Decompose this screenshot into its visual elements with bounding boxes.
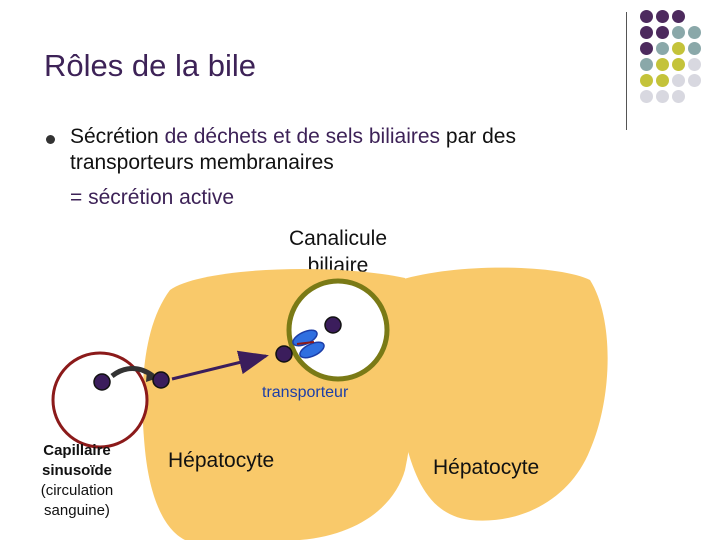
capillary-label-line-3: (circulation (38, 481, 116, 501)
hepatocyte-right-shape (395, 268, 607, 521)
molecule-in-hepatocyte (153, 372, 169, 388)
transporter-label: transporteur (262, 384, 348, 402)
hepatocyte-right-label: Hépatocyte (433, 456, 539, 480)
hepatocyte-left-label: Hépatocyte (168, 449, 274, 473)
capillary-label-line-1: Capillaire (38, 441, 116, 461)
capillary-label-line-2: sinusoïde (38, 461, 116, 481)
capillary-label-line-4: sanguine) (38, 501, 116, 521)
molecule-in-canalicule (325, 317, 341, 333)
capillary-label: Capillaire sinusoïde (circulation sangui… (38, 441, 116, 521)
molecule-in-capillary (94, 374, 110, 390)
molecule-at-transporter (276, 346, 292, 362)
